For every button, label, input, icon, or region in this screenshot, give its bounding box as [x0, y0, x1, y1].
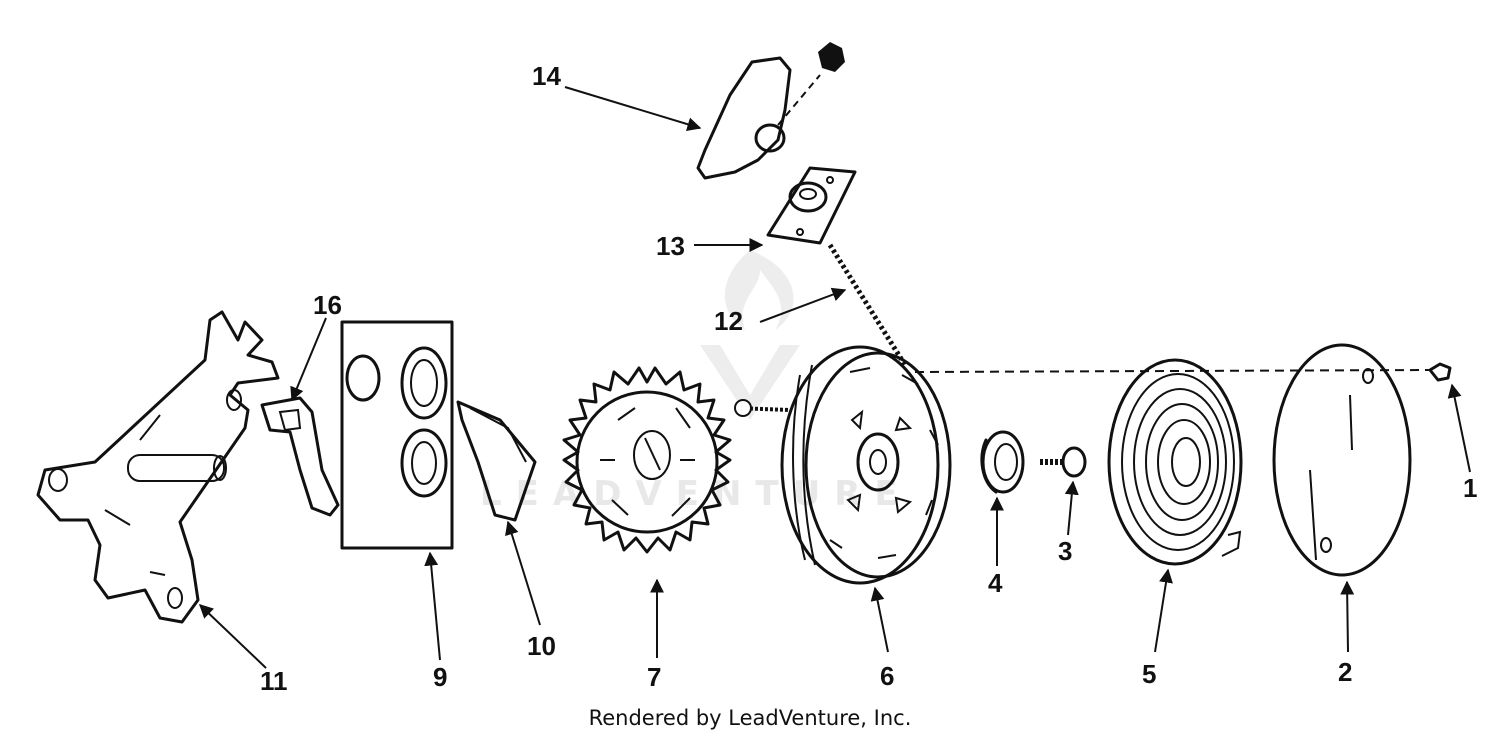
footer-credit: Rendered by LeadVenture, Inc.: [588, 706, 912, 730]
callout-2: 2: [1338, 657, 1352, 687]
callout-5: 5: [1142, 659, 1156, 689]
part-11-bracket: [36, 310, 280, 624]
callout-6: 6: [880, 661, 894, 691]
callout-13: 13: [656, 231, 685, 261]
callout-14: 14: [532, 61, 561, 91]
part-2-cover: [1272, 343, 1412, 577]
callout-10: 10: [527, 631, 556, 661]
part-6-pulley: [734, 345, 952, 585]
watermark-text: LEADVENTURE: [480, 474, 912, 514]
callout-4: 4: [988, 568, 1003, 598]
callout-11: 11: [260, 666, 288, 696]
leader-arrows: [198, 86, 1471, 669]
part-13-plate: [766, 166, 857, 245]
watermark: LEADVENTURE: [480, 250, 912, 514]
part-7-gear: [562, 366, 732, 554]
callout-7: 7: [647, 662, 661, 692]
part-4-cup: [980, 430, 1025, 494]
part-1-screw: [1428, 362, 1452, 382]
callout-9: 9: [433, 662, 447, 692]
part-5-recoil-spring: [1107, 358, 1243, 566]
callout-12: 12: [714, 306, 743, 336]
part-16-clip: [260, 396, 340, 517]
callout-3: 3: [1058, 536, 1072, 566]
part-10-spring: [456, 400, 537, 522]
callout-16: 16: [313, 290, 342, 320]
part-14-handle: [696, 42, 845, 180]
assembly-axis: [914, 369, 1431, 373]
part-9-gasket-card: [340, 320, 454, 550]
part-3-screw: [1040, 446, 1087, 478]
callout-1: 1: [1463, 473, 1477, 503]
